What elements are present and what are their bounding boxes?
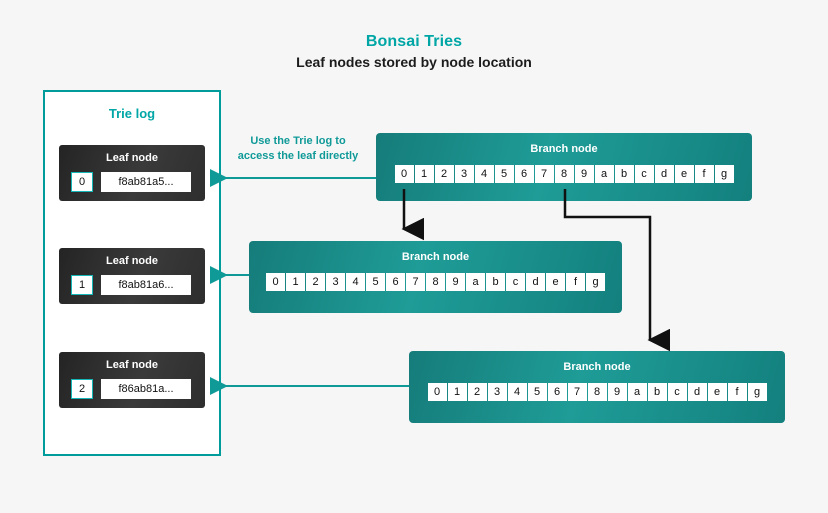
branch-node-label: Branch node bbox=[530, 143, 598, 155]
leaf-node-card-2[interactable]: Leaf node 2 f86ab81a... bbox=[59, 352, 205, 408]
branch-node-cell[interactable]: 1 bbox=[286, 273, 305, 291]
branch-node-cell[interactable]: b bbox=[486, 273, 505, 291]
branch-node-cell[interactable]: b bbox=[614, 165, 634, 183]
trie-log-title: Trie log bbox=[108, 106, 156, 121]
branch-node-cell[interactable]: 3 bbox=[487, 383, 507, 401]
leaf-node-index: 1 bbox=[71, 275, 93, 295]
branch-node-cell[interactable]: 9 bbox=[446, 273, 465, 291]
branch-node-cell[interactable]: 9 bbox=[607, 383, 627, 401]
branch-node-cell[interactable]: 2 bbox=[306, 273, 325, 291]
branch-node-cell[interactable]: c bbox=[506, 273, 525, 291]
branch-node-cell[interactable]: 0 bbox=[427, 383, 447, 401]
branch-node-cell[interactable]: e bbox=[674, 165, 694, 183]
branch-node-cell[interactable]: e bbox=[707, 383, 727, 401]
branch-node-cell[interactable]: 8 bbox=[426, 273, 445, 291]
branch-node-cell[interactable]: 5 bbox=[366, 273, 385, 291]
branch-node-cell[interactable]: a bbox=[594, 165, 614, 183]
leaf-node-row: 1 f8ab81a6... bbox=[71, 275, 191, 295]
branch-node-cell[interactable]: f bbox=[566, 273, 585, 291]
leaf-node-value: f8ab81a6... bbox=[101, 275, 191, 295]
branch-node-cell[interactable]: 3 bbox=[326, 273, 345, 291]
branch-node-label: Branch node bbox=[563, 361, 631, 373]
branch-node-cell[interactable]: 4 bbox=[507, 383, 527, 401]
branch-node-cell[interactable]: d bbox=[687, 383, 707, 401]
branch-node-cell[interactable]: d bbox=[526, 273, 545, 291]
branch-node-cell[interactable]: 4 bbox=[474, 165, 494, 183]
branch-node-cell[interactable]: 5 bbox=[527, 383, 547, 401]
branch-node-cell[interactable]: 1 bbox=[447, 383, 467, 401]
branch-node-cell[interactable]: g bbox=[714, 165, 734, 183]
annotation-line-1: Use the Trie log to bbox=[250, 135, 346, 147]
branch-node-cell[interactable]: 5 bbox=[494, 165, 514, 183]
branch-node-cell[interactable]: 2 bbox=[467, 383, 487, 401]
branch-node-cell[interactable]: f bbox=[694, 165, 714, 183]
branch-node-cell[interactable]: f bbox=[727, 383, 747, 401]
branch-node-cell[interactable]: 2 bbox=[434, 165, 454, 183]
branch-node-label: Branch node bbox=[401, 251, 470, 263]
branch-node-cell[interactable]: 6 bbox=[514, 165, 534, 183]
leaf-node-card-0[interactable]: Leaf node 0 f8ab81a5... bbox=[59, 145, 205, 201]
leaf-node-label: Leaf node bbox=[106, 359, 158, 371]
branch-node-cell[interactable]: 7 bbox=[567, 383, 587, 401]
branch-node-cell[interactable]: e bbox=[546, 273, 565, 291]
leaf-node-index: 2 bbox=[71, 379, 93, 399]
annotation-text: Use the Trie log to access the leaf dire… bbox=[222, 134, 374, 164]
branch-node-cell[interactable]: 8 bbox=[554, 165, 574, 183]
branch-node-cell[interactable]: a bbox=[466, 273, 485, 291]
branch-node-cell[interactable]: 7 bbox=[534, 165, 554, 183]
branch-node-cell[interactable]: 0 bbox=[266, 273, 285, 291]
branch-node-cell[interactable]: 1 bbox=[414, 165, 434, 183]
branch-node-cell[interactable]: 6 bbox=[547, 383, 567, 401]
leaf-node-label: Leaf node bbox=[106, 152, 158, 164]
branch-node-cell[interactable]: 6 bbox=[386, 273, 405, 291]
leaf-node-label: Leaf node bbox=[106, 255, 158, 267]
page-subtitle: Leaf nodes stored by node location bbox=[296, 54, 532, 70]
branch-node-cell[interactable]: b bbox=[647, 383, 667, 401]
branch-node-cell[interactable]: g bbox=[586, 273, 605, 291]
branch-node-cell[interactable]: 9 bbox=[574, 165, 594, 183]
connector-branch1-cell8-to-branch3 bbox=[563, 189, 670, 352]
leaf-node-card-1[interactable]: Leaf node 1 f8ab81a6... bbox=[59, 248, 205, 304]
leaf-node-value: f86ab81a... bbox=[101, 379, 191, 399]
leaf-node-index: 0 bbox=[71, 172, 93, 192]
branch-node-cell[interactable]: d bbox=[654, 165, 674, 183]
leaf-node-row: 2 f86ab81a... bbox=[71, 379, 191, 399]
branch-node-cell[interactable]: a bbox=[627, 383, 647, 401]
branch-node-cell[interactable]: 3 bbox=[454, 165, 474, 183]
branch-node-cell[interactable]: c bbox=[667, 383, 687, 401]
page-title: Bonsai Tries bbox=[365, 33, 463, 50]
branch-node-cell[interactable]: 7 bbox=[406, 273, 425, 291]
leaf-node-value: f8ab81a5... bbox=[101, 172, 191, 192]
branch-node-cell[interactable]: 0 bbox=[394, 165, 414, 183]
branch-node-cell[interactable]: g bbox=[747, 383, 767, 401]
branch-node-cell[interactable]: c bbox=[634, 165, 654, 183]
branch-node-cell[interactable]: 4 bbox=[346, 273, 365, 291]
branch-node-cell[interactable]: 8 bbox=[587, 383, 607, 401]
leaf-node-row: 0 f8ab81a5... bbox=[71, 172, 191, 192]
annotation-line-2: access the leaf directly bbox=[237, 149, 359, 162]
